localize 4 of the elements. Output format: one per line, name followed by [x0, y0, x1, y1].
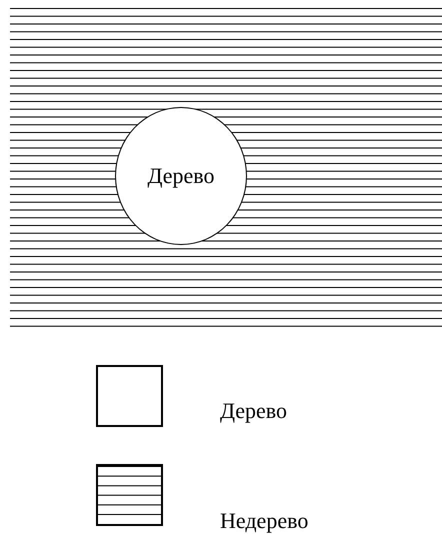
legend-label: Дерево — [220, 398, 288, 424]
node-label: Дерево — [147, 163, 215, 189]
legend-label: Недерево — [220, 508, 308, 534]
hatched-area — [10, 8, 442, 330]
